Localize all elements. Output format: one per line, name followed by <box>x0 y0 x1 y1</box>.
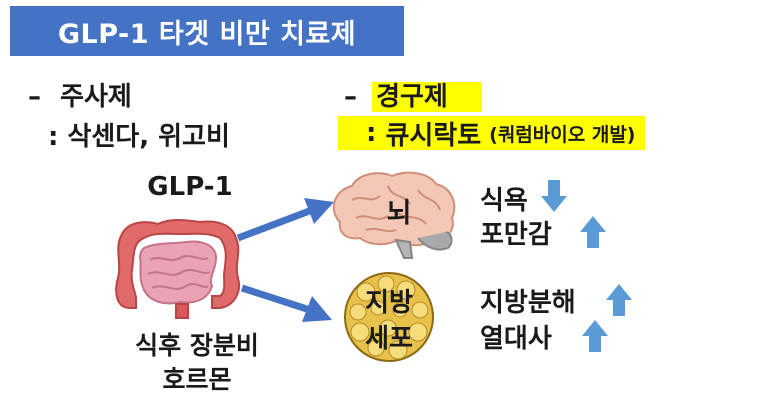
arrow-to-fat-cell <box>240 284 332 322</box>
lipolysis-label: 지방분해 <box>480 288 576 318</box>
injection-heading: – 주사제 <box>28 76 132 113</box>
oral-product-name: 큐시락토 <box>385 120 482 151</box>
oral-product-line: : 큐시락토 (쿼럼바이오 개발) <box>338 116 646 151</box>
oral-heading: – 경구제 <box>344 76 482 113</box>
fat-cell-label-line2: 세포 <box>365 324 413 354</box>
title-banner: GLP-1 타겟 비만 치료제 <box>10 6 404 56</box>
arrow-up-icon <box>582 320 608 352</box>
brain-icon <box>332 171 456 259</box>
intestine-icon <box>115 219 240 319</box>
fat-effect-lipolysis: 지방분해 <box>480 282 576 319</box>
arrow-to-brain <box>236 198 334 242</box>
fat-cell-icon <box>344 272 434 362</box>
arrow-up-icon <box>580 216 606 248</box>
thermogenesis-label: 열대사 <box>480 324 552 354</box>
brain-label: 뇌 <box>386 198 412 229</box>
injection-label: 주사제 <box>60 82 132 112</box>
brain-effect-appetite: 식욕 <box>480 180 528 217</box>
appetite-label: 식욕 <box>480 186 528 216</box>
brain-effect-satiety: 포만감 <box>480 214 552 251</box>
oral-product-prefix: : <box>366 118 386 148</box>
oral-developer-note: (쿼럼바이오 개발) <box>489 123 636 146</box>
glp1-caption-line1: 식후 장분비 <box>135 331 259 360</box>
injection-dash: – <box>28 82 41 112</box>
glp1-caption-line2: 호르몬 <box>162 365 232 394</box>
arrow-up-icon <box>606 284 632 316</box>
fat-effect-thermogenesis: 열대사 <box>480 318 552 355</box>
page-title: GLP-1 타겟 비만 치료제 <box>57 18 357 50</box>
satiety-label: 포만감 <box>480 220 552 250</box>
oral-dash: – <box>344 82 357 112</box>
glp1-label: GLP-1 <box>147 172 233 202</box>
injection-examples: : 삭센다, 위고비 <box>48 122 230 152</box>
oral-label: 경구제 <box>372 82 482 112</box>
arrow-down-icon <box>541 180 567 212</box>
flow-arrows <box>236 198 334 322</box>
fat-cell-label-line1: 지방 <box>365 288 413 318</box>
